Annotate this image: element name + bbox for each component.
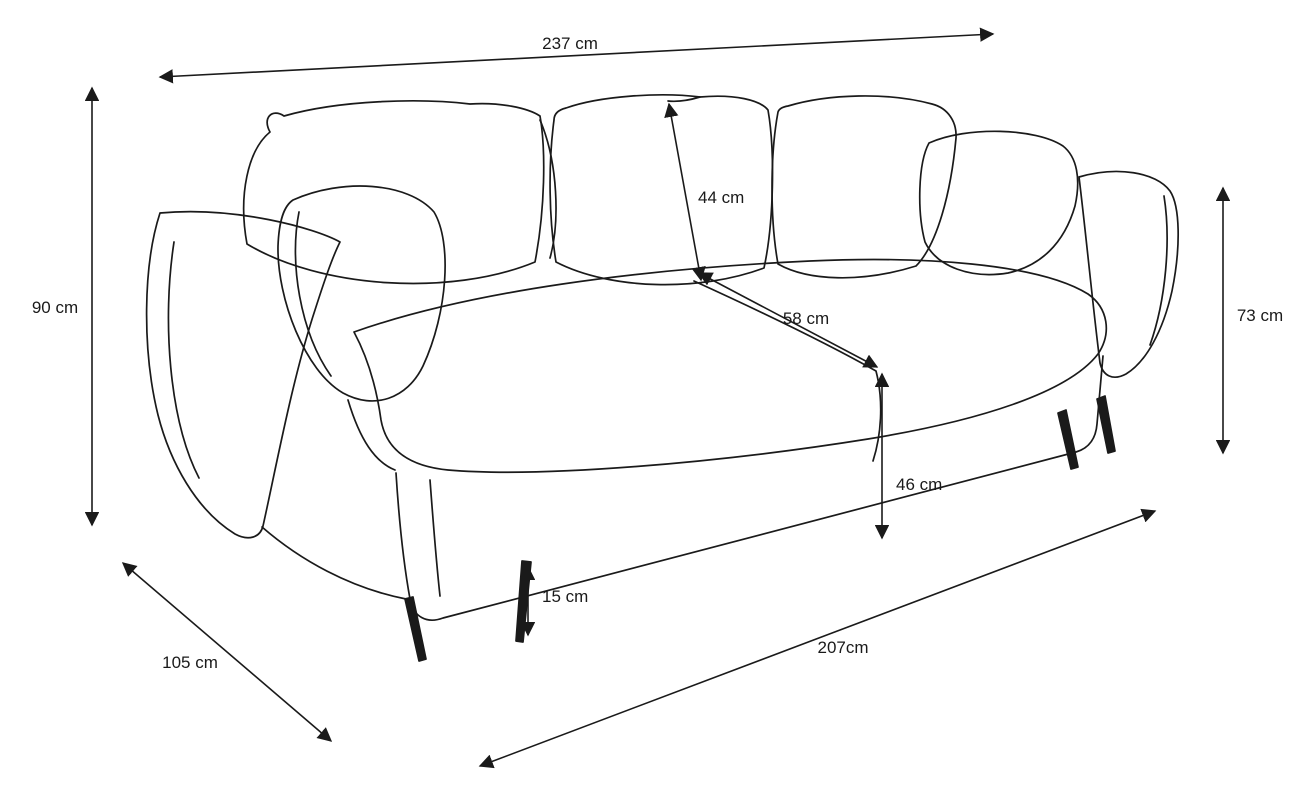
left-armrest-fold-line [167, 241, 200, 479]
dim-seat-width-label: 207cm [817, 638, 868, 657]
back-pillow-right [771, 95, 957, 279]
back-pillow-left [242, 100, 545, 285]
dim-back-cushion-height-label: 44 cm [698, 188, 744, 207]
right-armrest-fold-line [1149, 195, 1168, 346]
dim-backrest-height: 73 cm [1215, 186, 1283, 455]
leg-front-right [1057, 409, 1079, 470]
dim-overall-depth-label: 105 cm [162, 653, 218, 672]
seat-left-contour-line [347, 399, 396, 471]
dimension-annotations: 237 cm 90 cm 44 cm 58 cm 73 cm 46 cm [32, 27, 1283, 769]
dim-overall-height-label: 90 cm [32, 298, 78, 317]
dim-seat-height: 46 cm [874, 372, 942, 540]
dim-overall-width-label: 237 cm [542, 34, 598, 53]
dim-overall-width-arrow [158, 27, 995, 84]
base-frame [395, 355, 1104, 621]
back-pillow-middle-fold-line [667, 96, 701, 103]
dim-seat-height-label: 46 cm [896, 475, 942, 494]
dim-back-cushion-height-arrow [664, 102, 706, 282]
dim-back-cushion-height: 44 cm [664, 102, 744, 282]
dim-overall-width: 237 cm [158, 27, 995, 84]
dim-overall-height: 90 cm [32, 86, 100, 527]
accent-pillow-left [277, 185, 446, 402]
base-front-wrinkle-line [429, 479, 441, 597]
left-armrest-to-base-line [261, 526, 407, 600]
accent-pillow-left-fold-line [294, 211, 332, 377]
seat-cushion [353, 258, 1108, 474]
dim-seat-depth-arrow [697, 272, 879, 368]
accent-pillow-right [918, 130, 1079, 276]
dim-leg-height: 15 cm [520, 565, 588, 637]
dim-seat-width: 207cm [478, 508, 1157, 769]
dim-overall-depth: 105 cm [121, 562, 333, 742]
leg-front-left [404, 596, 427, 662]
left-armrest [145, 210, 341, 539]
dim-seat-width-arrow [478, 508, 1157, 769]
seat-seam-line [693, 280, 882, 462]
dim-leg-height-label: 15 cm [542, 587, 588, 606]
right-armrest [1078, 170, 1180, 378]
sofa-drawing [145, 94, 1180, 662]
leg-back-right [1096, 395, 1116, 454]
dim-seat-depth: 58 cm [697, 272, 879, 368]
dim-seat-depth-label: 58 cm [783, 309, 829, 328]
dim-overall-depth-arrow [121, 562, 333, 742]
dim-backrest-height-label: 73 cm [1237, 306, 1283, 325]
